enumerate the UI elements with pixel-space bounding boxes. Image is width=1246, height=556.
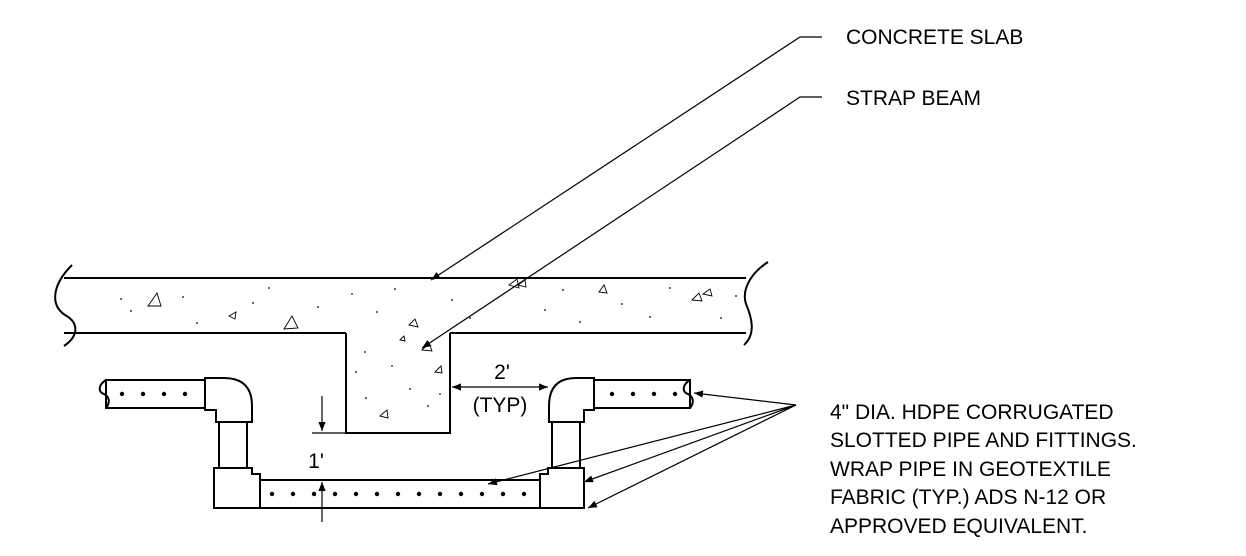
pipe-note-line-5: APPROVED EQUIVALENT. xyxy=(830,515,1088,538)
right-bottom-elbow xyxy=(539,467,585,509)
slab-leader xyxy=(430,36,822,281)
leader-lines xyxy=(421,36,822,509)
clearance-dimension-note: (TYP) xyxy=(473,394,528,417)
pipe-note-line-2: SLOTTED PIPE AND FITTINGS. xyxy=(830,429,1137,452)
pipe-note-line-1: 4" DIA. HDPE CORRUGATED xyxy=(830,401,1114,424)
left-vertical-pipe xyxy=(218,421,248,469)
slab-break-right xyxy=(743,261,769,346)
concrete-slab xyxy=(54,261,769,347)
pipe-note-line-4: FABRIC (TYP.) ADS N-12 OR xyxy=(830,486,1106,509)
left-elbow-fitting xyxy=(204,377,253,423)
beam-leader xyxy=(421,96,822,349)
right-pipe-break xyxy=(682,379,694,409)
right-elbow-fitting xyxy=(548,377,595,423)
depth-dimension-value: 1' xyxy=(308,450,324,473)
dimension-depth: 1' xyxy=(308,396,346,522)
label-concrete-slab: CONCRETE SLAB xyxy=(846,26,1023,49)
pipe-leader-3 xyxy=(583,404,797,483)
pipe-leader-2 xyxy=(487,404,797,486)
left-bottom-elbow xyxy=(213,467,261,509)
dimension-clearance: 2' (TYP) xyxy=(452,361,548,417)
pipe-leader-1 xyxy=(693,390,797,406)
label-pipe-note: 4" DIA. HDPE CORRUGATED SLOTTED PIPE AND… xyxy=(830,401,1137,538)
clearance-dimension-value: 2' xyxy=(494,361,510,384)
pipe-perforations xyxy=(119,391,678,497)
left-pipe-break xyxy=(98,379,110,409)
pipe-system xyxy=(98,377,694,509)
pipe-leader-4 xyxy=(587,404,797,509)
strap-beam-outline xyxy=(345,333,451,434)
pipe-note-line-3: WRAP PIPE IN GEOTEXTILE xyxy=(830,458,1111,481)
slab-break-left xyxy=(54,264,77,347)
label-strap-beam: STRAP BEAM xyxy=(846,87,981,110)
strap-beam xyxy=(345,333,451,434)
